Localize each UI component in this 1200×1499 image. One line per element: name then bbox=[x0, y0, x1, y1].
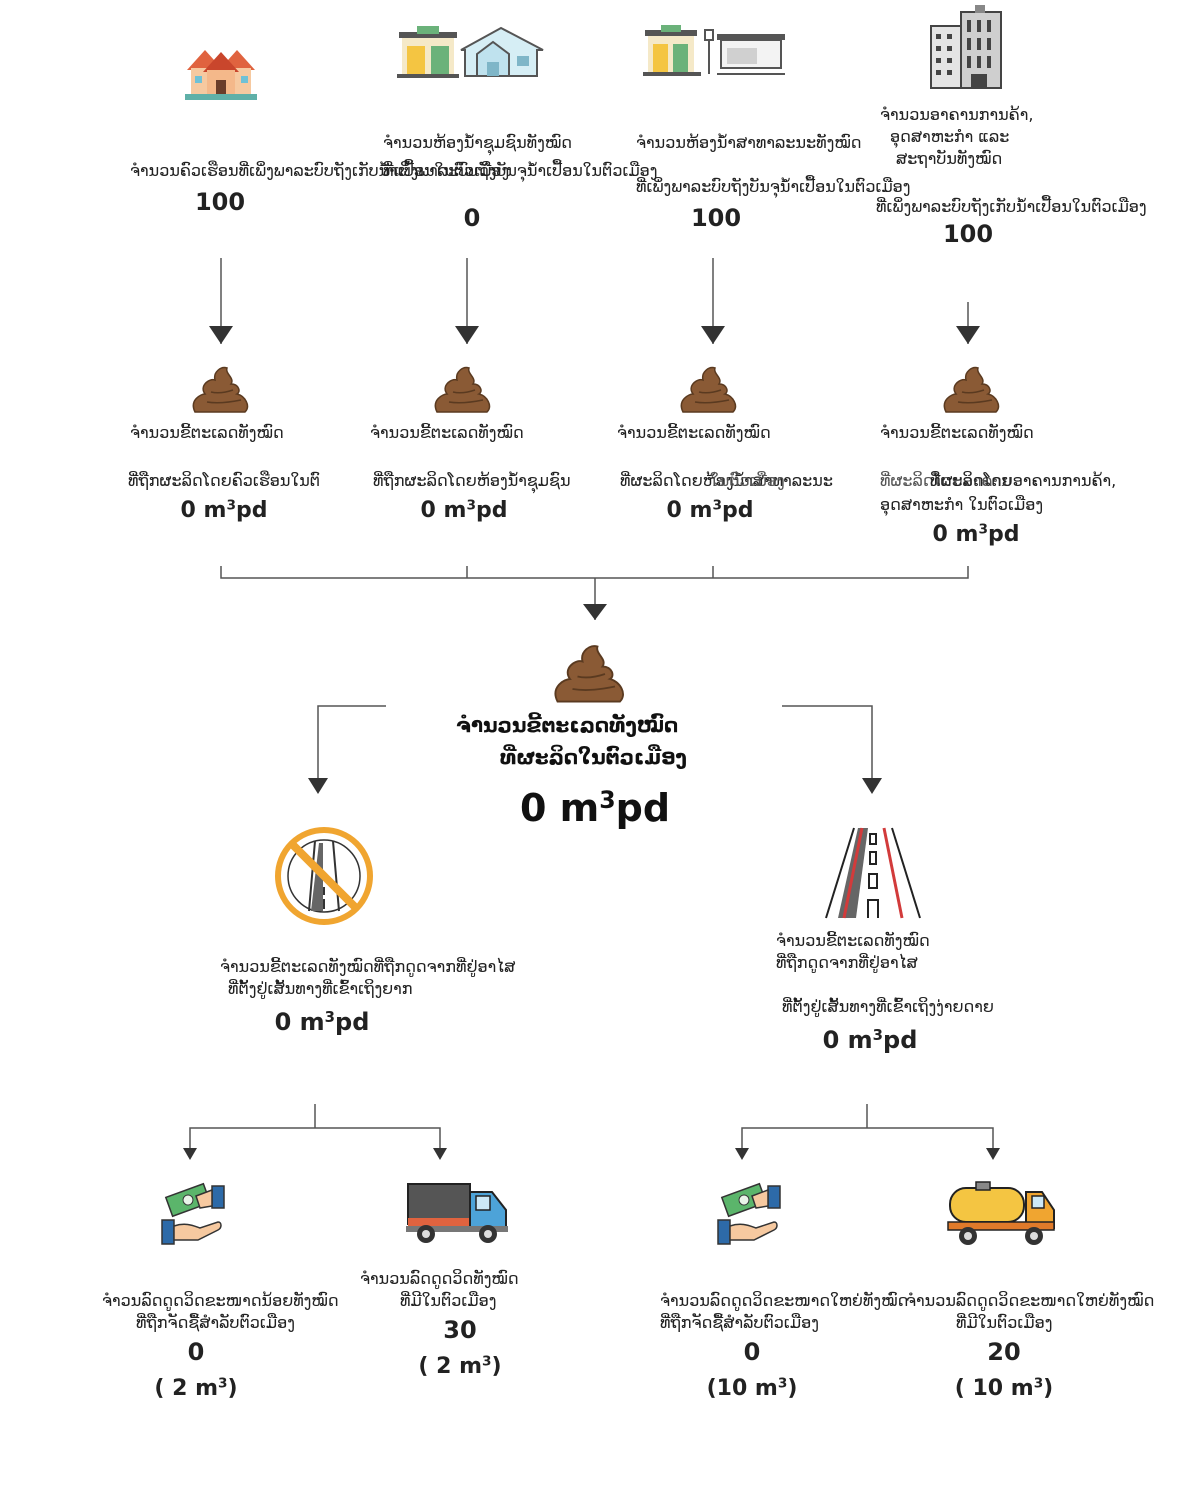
payment-icon bbox=[717, 1182, 781, 1245]
access-easy-value: 0 m3pd bbox=[822, 1025, 918, 1054]
source-public-toilets-label2: ທີ່ເພິ່ງພາລະບົບຖັງບັນຈຸນ້ຳເປື້ອນໃນຕົວເມື… bbox=[636, 177, 911, 196]
source-public-toilets-value: 100 bbox=[690, 204, 742, 232]
source-commercial-label3: ສະຖາບັນທັງໝົດ bbox=[896, 149, 1003, 168]
access-easy-label3: ທີ່ຕັ້ງຢູ່ເສັ້ນທາງທີ່ເຂົ້າເຖິງງ່າຍດາຍ bbox=[782, 997, 994, 1016]
access-hard-value: 0 m3pd bbox=[274, 1007, 370, 1036]
source-public-toilets-label: ຈຳນວນຫ້ອງນ້ຳສາທາລະນະທັງໝົດ bbox=[636, 133, 862, 152]
truck-large-purchased-label2: ທີ່ຖືກຈັດຊື້ສຳລັບຕົວເມືອງ bbox=[660, 1313, 819, 1332]
tanker-truck-icon bbox=[947, 1181, 1055, 1245]
sludge-commercial-label2: ທີ່ຜະລິດໂດຍອາຄານການຄ້າ, bbox=[930, 471, 1117, 490]
source-commercial-label: ຈຳນວນອາຄານການຄ້າ, bbox=[880, 105, 1034, 124]
sludge-commercial-label: ຈຳນວນຂີ້ຕະເລດທັງໝົດ bbox=[880, 423, 1034, 442]
sludge-community-label: ຈຳນວນຂີ້ຕະເລດທັງໝົດ bbox=[370, 423, 524, 442]
sludge-community-label2: ທີ່ຖືກຜະລິດໂດຍຫ້ອງນ້ຳຊຸມຊົນ bbox=[373, 471, 571, 490]
sludge-commercial-value: 0 m3pd bbox=[932, 521, 1020, 547]
sludge-public-label2: ທີ່ຜະລິດໂດຍຫ້ອງນ້ຳສາທາລະນະ bbox=[620, 471, 833, 490]
poop-icon bbox=[434, 366, 491, 413]
payment-icon bbox=[161, 1182, 225, 1245]
truck-small-available-capacity: ( 2 m3) bbox=[418, 1353, 502, 1379]
source-community-toilets-label: ຈຳນວນຫ້ອງນ້ຳຊຸມຊົນທັງໝົດ bbox=[383, 133, 572, 152]
sludge-public-value: 0 m3pd bbox=[666, 497, 754, 523]
no-road-icon bbox=[275, 827, 373, 925]
bus-stop-toilet-icon bbox=[643, 25, 785, 76]
road-icon bbox=[825, 827, 921, 919]
access-easy-label2: ທີ່ຖືກດູດຈາກທີ່ຢູ່ອາໄສ bbox=[776, 953, 918, 972]
truck-large-available-value: 20 bbox=[987, 1338, 1021, 1366]
total-label: ຈຳນວນຂີ້ຕະເລດທັງໝົດ bbox=[456, 713, 679, 737]
sludge-public-label3: ໃນຕົວເມືອງ bbox=[710, 471, 785, 490]
poop-icon bbox=[192, 366, 249, 413]
buildings-icon bbox=[930, 5, 1002, 89]
public-toilet-icon bbox=[397, 26, 544, 78]
truck-small-purchased-value: 0 bbox=[187, 1338, 205, 1366]
total-value: 0 m3pd bbox=[519, 786, 671, 830]
access-hard-label2: ທີ່ຕັ້ງຢູ່ເສັ້ນທາງທີ່ເຂົ້າເຖິງຍາກ bbox=[228, 979, 413, 998]
truck-small-available-label2: ທີ່ມີໃນຕົວເມືອງ bbox=[400, 1291, 497, 1310]
poop-icon bbox=[680, 366, 737, 413]
source-commercial-label4: ທີ່ເພິ່ງພາລະບົບຖັງເກັບນ້ຳເປື້ອນໃນຕົວເມືອ… bbox=[876, 197, 1147, 216]
truck-small-purchased-label2: ທີ່ຖືກຈັດຊື້ສຳລັບຕົວເມືອງ bbox=[136, 1313, 295, 1332]
sludge-households-label: ຈຳນວນຂີ້ຕະເລດທັງໝົດ bbox=[130, 423, 284, 442]
truck-large-purchased-capacity: (10 m3) bbox=[706, 1375, 798, 1401]
truck-small-available-value: 30 bbox=[443, 1316, 477, 1344]
source-community-toilets-value: 0 bbox=[463, 204, 481, 232]
sludge-commercial-label4: ທີ່ຜະລິດໂດຍອາຄານ bbox=[880, 471, 1012, 490]
poop-icon bbox=[943, 366, 1000, 413]
sludge-households-label2: ທີ່ຖືກຜະລິດໂດຍຄົວເຮືອນໃນຕົ bbox=[128, 471, 321, 490]
poop-icon bbox=[554, 645, 624, 703]
truck-large-purchased-label: ຈຳນວນລົດດູດວິດຂະໜາດໃຫຍ່ທັງໝົດ bbox=[660, 1291, 909, 1310]
source-households-value: 100 bbox=[194, 188, 246, 216]
source-commercial-value: 100 bbox=[942, 220, 994, 248]
access-easy-label: ຈຳນວນຂີ້ຕະເລດທັງໝົດ bbox=[776, 931, 930, 950]
truck-large-purchased-value: 0 bbox=[743, 1338, 761, 1366]
access-hard-label: ຈຳນວນຂີ້ຕະເລດທັງໝົດທີ່ຖືກດູດຈາກທີ່ຢູ່ອາໄ… bbox=[220, 957, 516, 976]
total-label2: ທີ່ຜະລິດໃນຕົວເມືອງ bbox=[500, 745, 687, 769]
truck-large-available-label: ຈຳນວນລົດດູດວິດຂະໜາດໃຫຍ່ທັງໝົດ bbox=[906, 1291, 1155, 1310]
truck-small-purchased-capacity: ( 2 m3) bbox=[154, 1375, 238, 1401]
houses-icon bbox=[185, 50, 257, 100]
source-households-label: ຈຳນວນຄົວເຮືອນທີ່ເພິ່ງພາລະບົບຖັງເກັບນ້ຳເປ… bbox=[130, 161, 510, 180]
truck-small-available-label: ຈຳນວນລົດດູດວິດທັງໝົດ bbox=[360, 1269, 519, 1288]
truck-large-available-capacity: ( 10 m3) bbox=[954, 1375, 1054, 1401]
sludge-public-label: ຈຳນວນຂີ້ຕະເລດທັງໝົດ bbox=[617, 423, 771, 442]
truck-small-purchased-label: ຈຳວນລົດດູດວິດຂະໜາດນ້ອຍທັງໝົດ bbox=[102, 1291, 339, 1310]
sludge-community-value: 0 m3pd bbox=[420, 497, 508, 523]
small-truck-icon bbox=[406, 1183, 508, 1243]
source-community-toilets-label2: ທີ່ເພິ່ງພາລະບົບຖັງບັນຈຸນ້ຳເປື້ອນໃນຕົວເມື… bbox=[383, 161, 658, 180]
sludge-commercial-label3: ອຸດສາຫະກຳ ໃນຕົວເມືອງ bbox=[880, 495, 1044, 514]
truck-large-available-label2: ທີ່ມີໃນຕົວເມືອງ bbox=[956, 1313, 1053, 1332]
source-commercial-label2: ອຸດສາຫະກຳ ແລະ bbox=[890, 127, 1010, 146]
sludge-households-value: 0 m3pd bbox=[180, 497, 268, 523]
